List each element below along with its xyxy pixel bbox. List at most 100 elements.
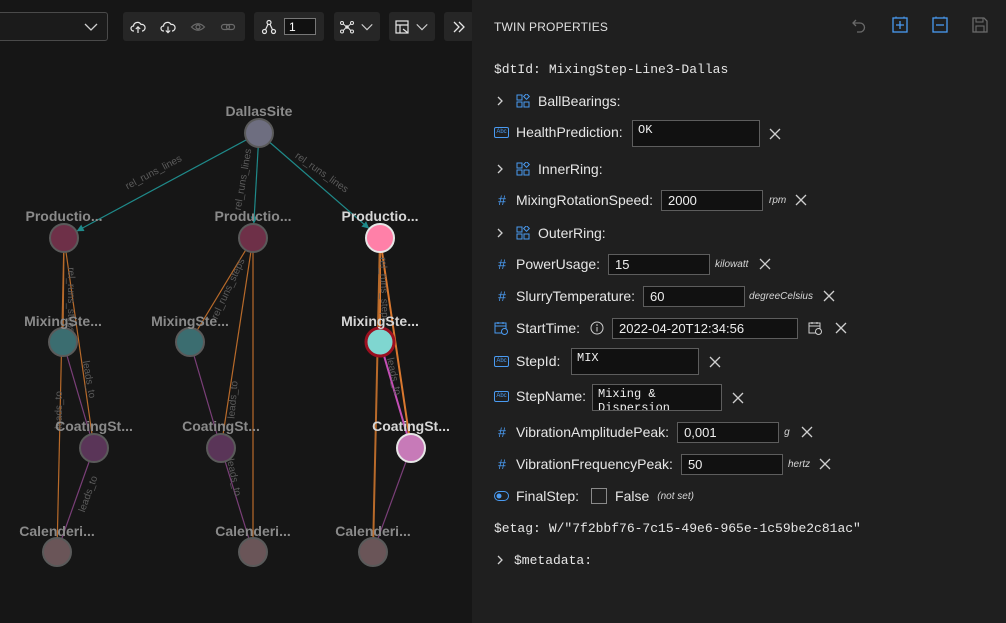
toggle-type-icon — [494, 491, 509, 501]
graph-edge[interactable] — [76, 132, 260, 232]
final-step-checkbox[interactable] — [591, 488, 608, 504]
toggle-visibility-button[interactable] — [183, 12, 213, 41]
graph-edge[interactable] — [56, 447, 95, 553]
twin-node-k1[interactable] — [42, 537, 72, 567]
health-prediction-input[interactable]: OK — [632, 120, 760, 147]
graph-edge[interactable] — [379, 341, 412, 449]
twin-node-k2[interactable] — [238, 537, 268, 567]
chevron-down-icon — [84, 23, 98, 31]
slurry-temp-input[interactable] — [643, 285, 746, 307]
graph-edge[interactable] — [372, 447, 412, 553]
graph-edge[interactable] — [250, 132, 260, 224]
graph-edge[interactable] — [62, 341, 95, 449]
graph-nodes: DallasSiteProductio...Productio...Produc… — [19, 103, 450, 567]
outer-ring-row[interactable]: OuterRing: — [494, 219, 606, 247]
vib-freq-input[interactable] — [680, 453, 783, 475]
slurry-temp-unit: degreeCelsius — [749, 290, 813, 302]
mixing-speed-label: MixingRotationSpeed: — [516, 192, 653, 208]
twin-node-m2[interactable] — [175, 327, 205, 357]
twin-node-c1[interactable] — [79, 433, 109, 463]
node-label: CoatingSt... — [372, 418, 450, 434]
ball-bearings-row[interactable]: BallBearings: — [494, 87, 621, 115]
collapse-all-icon[interactable] — [931, 16, 949, 34]
final-step-row: FinalStep: False (not set) — [494, 482, 694, 510]
close-icon[interactable] — [834, 321, 848, 335]
node-label: Productio... — [342, 208, 419, 224]
import-button[interactable] — [123, 12, 153, 41]
chevron-right-icon[interactable] — [494, 554, 506, 566]
expand-panel-btn[interactable] — [444, 12, 474, 41]
final-step-note: (not set) — [657, 490, 694, 502]
expand-all-icon[interactable] — [891, 16, 909, 34]
close-icon[interactable] — [800, 425, 814, 439]
graph-edge[interactable] — [258, 132, 370, 229]
string-type-icon: Abc — [494, 390, 509, 402]
graph-toolbar — [0, 0, 474, 52]
step-name-input[interactable]: Mixing & Dispersion — [592, 384, 722, 411]
metadata-row[interactable]: $metadata: — [494, 546, 592, 574]
etag-row: $etag: W/"7f2bbf76-7c15-49e6-965e-1c59be… — [494, 514, 861, 542]
node-label: MixingSte... — [24, 313, 102, 329]
twin-node-p2[interactable] — [238, 223, 268, 253]
close-icon[interactable] — [768, 127, 782, 141]
graph-edge[interactable] — [220, 447, 254, 553]
filter-group[interactable] — [389, 12, 435, 41]
close-icon[interactable] — [708, 355, 722, 369]
mixing-speed-input[interactable] — [660, 189, 763, 211]
expansion-level-button[interactable] — [254, 12, 284, 41]
date-picker-icon[interactable] — [808, 321, 823, 335]
chevron-right-icon[interactable] — [494, 95, 506, 107]
link-button[interactable] — [213, 12, 243, 41]
twin-node-p3[interactable] — [365, 223, 395, 253]
twin-node-m1[interactable] — [48, 327, 78, 357]
export-button[interactable] — [153, 12, 183, 41]
import-export-group — [123, 12, 245, 41]
filter-button[interactable] — [389, 12, 415, 41]
layout-button[interactable] — [334, 12, 360, 41]
close-icon[interactable] — [818, 457, 832, 471]
expand-panel-button[interactable] — [444, 12, 474, 41]
vib-amp-input[interactable] — [677, 421, 780, 443]
step-id-input[interactable]: MIX — [571, 348, 699, 375]
chevron-right-icon[interactable] — [494, 227, 506, 239]
undo-icon[interactable] — [850, 16, 868, 34]
etag-value: W/"7f2bbf76-7c15-49e6-965e-1c59be2c81ac" — [548, 520, 861, 536]
edge-label: rel_runs_steps — [65, 267, 76, 333]
power-usage-input[interactable] — [608, 253, 711, 275]
layout-group[interactable] — [334, 12, 380, 41]
graph-edge[interactable] — [379, 237, 412, 449]
vib-freq-unit: hertz — [787, 458, 811, 470]
graph-edge[interactable] — [220, 237, 254, 449]
close-icon[interactable] — [794, 193, 808, 207]
expansion-level-input[interactable] — [284, 18, 316, 35]
number-type-icon: # — [498, 288, 506, 304]
chevron-right-icon[interactable] — [494, 163, 506, 175]
start-time-input[interactable] — [612, 317, 799, 339]
graph-edge[interactable] — [372, 237, 381, 553]
info-icon[interactable] — [590, 321, 604, 335]
twin-node-c2[interactable] — [206, 433, 236, 463]
vib-freq-row: # VibrationFrequencyPeak: hertz — [494, 450, 810, 478]
query-depth-group — [254, 12, 324, 41]
dtid-key: $dtId: — [494, 61, 541, 77]
graph-edge[interactable] — [63, 237, 95, 449]
twin-node-p1[interactable] — [49, 223, 79, 253]
close-icon[interactable] — [822, 289, 836, 303]
query-select[interactable] — [0, 12, 108, 41]
close-icon[interactable] — [758, 257, 772, 271]
twin-node-m3[interactable] — [364, 326, 396, 358]
twin-node-c3[interactable] — [396, 433, 426, 463]
graph-edge[interactable] — [189, 237, 254, 343]
edge-label: rel_runs_steps — [377, 257, 390, 323]
graph-edge[interactable] — [56, 237, 65, 553]
graph-edge[interactable] — [189, 341, 222, 449]
inner-ring-row[interactable]: InnerRing: — [494, 155, 603, 183]
twin-node-dallas[interactable] — [244, 118, 274, 148]
number-type-icon: # — [498, 424, 506, 440]
vib-amp-row: # VibrationAmplitudePeak: g — [494, 418, 790, 446]
save-icon[interactable] — [971, 16, 989, 34]
close-icon[interactable] — [731, 391, 745, 405]
twin-node-k3[interactable] — [358, 537, 388, 567]
